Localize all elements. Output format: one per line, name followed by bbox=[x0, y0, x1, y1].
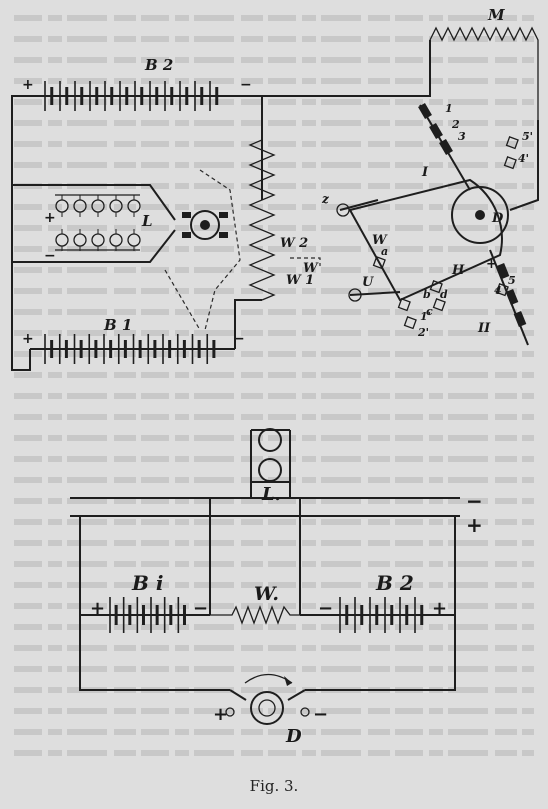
controller-label-h: H bbox=[451, 263, 465, 278]
resistor-w: W 2 W W 1 bbox=[248, 120, 321, 301]
brush-holder-i: 1 2 3 I bbox=[418, 102, 471, 191]
contact-label-c: c bbox=[426, 305, 433, 318]
drum-label-d: D bbox=[491, 211, 504, 226]
lower-battery-b2: − + B 2 bbox=[300, 571, 455, 633]
brush-label-3: 3 bbox=[458, 130, 466, 143]
outer-wire-left bbox=[11, 95, 31, 371]
contact-label-b: b bbox=[423, 288, 431, 301]
lower-wire-left bbox=[79, 516, 230, 691]
b2-label: B 2 bbox=[144, 56, 173, 74]
dynamo-label: D bbox=[285, 726, 302, 747]
brush-plus-sign: + bbox=[486, 257, 497, 272]
contact-label-5: 5 bbox=[508, 274, 516, 287]
controller-label-iii: W bbox=[372, 233, 388, 248]
dynamo-plus-sign: + bbox=[213, 704, 228, 725]
controller: W H D U z a b c d 5' 4' 5 1' 2' bbox=[321, 130, 533, 339]
wire-to-motor bbox=[262, 40, 431, 97]
lamp bbox=[91, 233, 105, 247]
bi-plus-sign: + bbox=[90, 598, 105, 619]
b2-plus-sign: + bbox=[22, 77, 34, 93]
lamp bbox=[127, 233, 141, 247]
contact-label-d: d bbox=[440, 288, 448, 301]
lower-b2-label: B 2 bbox=[375, 571, 414, 595]
bi-label: B i bbox=[131, 571, 163, 595]
lower-b2-minus-sign: − bbox=[318, 598, 333, 619]
w2-label: W 2 bbox=[280, 236, 308, 251]
brush-label-i: I bbox=[421, 165, 429, 180]
brush-label-1: 1 bbox=[445, 102, 453, 115]
contact-label-a: a bbox=[381, 245, 388, 258]
b1-label: B 1 bbox=[103, 316, 132, 334]
motor-winding-m bbox=[429, 26, 539, 120]
lamp bbox=[55, 233, 69, 247]
distributor-switch bbox=[164, 169, 241, 331]
lower-resistor-w: W. bbox=[210, 583, 300, 625]
wire-motor-to-drum bbox=[509, 120, 539, 211]
upper-diagram: + − B 2 + − B 1 M + − L bbox=[11, 6, 539, 371]
lamp bbox=[73, 233, 87, 247]
lamp-label: L bbox=[141, 212, 153, 230]
brush-label-4: 4 bbox=[494, 284, 502, 297]
figure-caption: Fig. 3. bbox=[249, 777, 299, 795]
brush-label-ii: II bbox=[477, 321, 491, 336]
battery-b2: + − B 2 bbox=[22, 56, 252, 111]
lamp bbox=[109, 233, 123, 247]
switch-label-u: U bbox=[362, 275, 374, 290]
bi-minus-sign: − bbox=[193, 598, 208, 619]
battery-b1: + − B 1 bbox=[22, 316, 245, 364]
b1-plus-sign: + bbox=[22, 331, 34, 347]
lower-diagram: L. − + + − B i W. − + B 2 bbox=[70, 428, 483, 747]
lower-lamp-label: L. bbox=[261, 484, 281, 505]
lower-w-label: W. bbox=[254, 583, 279, 605]
b1-minus-sign: − bbox=[233, 331, 245, 347]
contact-label-5p: 5' bbox=[522, 130, 533, 143]
brush-holder-ii: + 4 II bbox=[477, 249, 529, 346]
w-label: W bbox=[303, 261, 319, 276]
lamp-plus-sign: + bbox=[44, 210, 56, 226]
lamp-bank-l: + − L bbox=[12, 184, 176, 264]
lower-b2-plus-sign: + bbox=[432, 598, 447, 619]
background-text bbox=[14, 15, 534, 756]
dynamo-d: + − D bbox=[213, 673, 328, 747]
dynamo-minus-sign: − bbox=[313, 704, 328, 725]
b2-minus-sign: − bbox=[240, 77, 252, 93]
wire-b1-to-resistor bbox=[234, 299, 262, 349]
bus-minus-sign: − bbox=[466, 489, 483, 513]
bus-plus-sign: + bbox=[466, 513, 483, 537]
contact-label-1p: 1' bbox=[420, 310, 431, 323]
lower-wire-right bbox=[305, 516, 456, 691]
battery-bi: + − B i bbox=[80, 571, 210, 633]
motor-label: M bbox=[487, 6, 505, 24]
w1-label: W 1 bbox=[286, 273, 314, 288]
brush-label-2: 2 bbox=[451, 118, 460, 131]
contact-label-z: z bbox=[321, 192, 330, 206]
contact-label-4p: 4' bbox=[518, 152, 529, 165]
contact-label-2p: 2' bbox=[417, 326, 429, 339]
lamp-minus-sign: − bbox=[44, 248, 56, 264]
